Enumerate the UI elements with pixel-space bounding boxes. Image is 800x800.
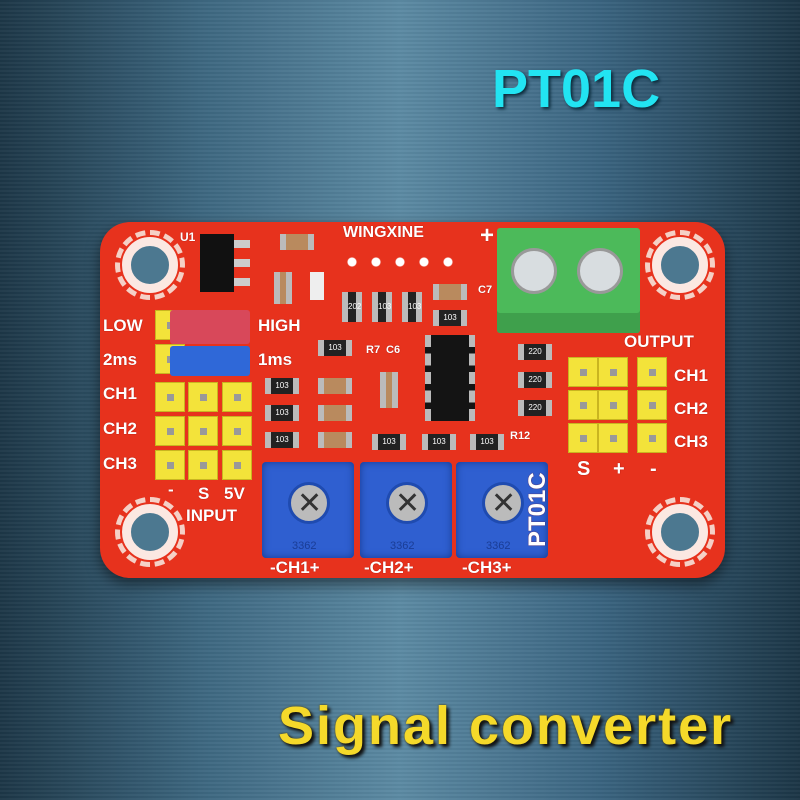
output-pin[interactable] <box>637 357 667 387</box>
label-2ms: 2ms <box>103 350 138 369</box>
adjust-screw-icon[interactable] <box>482 482 524 524</box>
pot-marking: 3362 <box>486 540 511 552</box>
resistor: 220 <box>518 400 552 416</box>
potentiometer-ch1[interactable]: 3362 <box>262 462 354 558</box>
header-pin[interactable] <box>222 416 252 446</box>
ic-chip <box>425 335 475 421</box>
r7-label: R7 <box>366 344 381 356</box>
capacitor-c7 <box>433 284 467 300</box>
programming-pads <box>340 254 460 270</box>
label-low: LOW <box>103 316 143 335</box>
label-ch1-out: CH1 <box>674 366 709 385</box>
adjust-screw-icon[interactable] <box>386 482 428 524</box>
product-caption: Signal converter <box>278 696 734 756</box>
header-pin[interactable] <box>155 450 185 480</box>
label-ch3-in: CH3 <box>103 454 138 473</box>
pcb-board: U1 WINGXINE + 202 103 103 C7 103 LOW 2ms… <box>100 222 725 578</box>
label-ch3-out: CH3 <box>674 432 709 451</box>
resistor: 103 <box>433 310 467 326</box>
plus-label: + <box>480 222 495 249</box>
output-pin[interactable] <box>568 357 598 387</box>
pot-label-ch1: -CH1+ <box>270 558 320 577</box>
capacitor-c3 <box>274 272 292 304</box>
capacitor <box>318 432 352 448</box>
output-pin[interactable] <box>637 390 667 420</box>
capacitor <box>380 372 398 408</box>
header-pin[interactable] <box>222 382 252 412</box>
input-pin-5v: 5V <box>224 484 245 503</box>
label-high: HIGH <box>258 316 301 335</box>
label-ch1-in: CH1 <box>103 384 138 403</box>
screw-icon <box>577 248 623 294</box>
c7-label: C7 <box>478 284 493 296</box>
adjust-screw-icon[interactable] <box>288 482 330 524</box>
pot-label-ch3: -CH3+ <box>462 558 512 577</box>
header-pin[interactable] <box>222 450 252 480</box>
pot-marking: 3362 <box>390 540 415 552</box>
output-pin-plus: + <box>613 458 625 480</box>
u1-label: U1 <box>180 230 196 244</box>
pot-label-ch2: -CH2+ <box>364 558 414 577</box>
pot-marking: 3362 <box>292 540 317 552</box>
screw-icon <box>511 248 557 294</box>
header-pin[interactable] <box>155 382 185 412</box>
output-pin[interactable] <box>598 357 628 387</box>
potentiometer-ch3[interactable]: 3362 <box>456 462 548 558</box>
resistor: 103 <box>265 405 299 421</box>
resistor: 220 <box>518 344 552 360</box>
header-pin[interactable] <box>155 416 185 446</box>
capacitor <box>318 378 352 394</box>
product-title: PT01C <box>492 59 661 119</box>
mount-hole-br <box>645 497 715 567</box>
output-pin[interactable] <box>637 423 667 453</box>
input-pin-gnd: - <box>168 480 174 499</box>
output-pin-s: S <box>577 458 591 480</box>
input-label: INPUT <box>186 506 237 525</box>
header-pin[interactable] <box>188 382 218 412</box>
resistor: 103 <box>265 378 299 394</box>
led <box>310 272 324 300</box>
r12-label: R12 <box>510 430 531 442</box>
mount-hole-bl <box>115 497 185 567</box>
header-pin[interactable] <box>188 450 218 480</box>
voltage-regulator <box>200 234 234 292</box>
input-pin-s: S <box>198 484 210 503</box>
output-pin-minus: - <box>650 458 657 480</box>
output-label: OUTPUT <box>624 332 694 351</box>
resistor: 103 <box>265 432 299 448</box>
potentiometer-ch2[interactable]: 3362 <box>360 462 452 558</box>
resistor: 220 <box>518 372 552 388</box>
c6-label: C6 <box>386 344 401 356</box>
jumper-red[interactable] <box>170 310 250 344</box>
resistor: 103 <box>372 434 406 450</box>
capacitor <box>318 405 352 421</box>
label-1ms: 1ms <box>258 350 293 369</box>
label-ch2-out: CH2 <box>674 399 709 418</box>
brand-label: WINGXINE <box>343 224 424 241</box>
header-pin[interactable] <box>188 416 218 446</box>
resistor: 103 <box>402 292 422 322</box>
resistor: 202 <box>342 292 362 322</box>
resistor: 103 <box>422 434 456 450</box>
mount-hole-tr <box>645 230 715 300</box>
label-ch2-in: CH2 <box>103 419 138 438</box>
output-pin[interactable] <box>568 423 598 453</box>
resistor: 103 <box>372 292 392 322</box>
output-pin[interactable] <box>598 390 628 420</box>
jumper-blue[interactable] <box>170 346 250 376</box>
mount-hole-tl <box>115 230 185 300</box>
output-pin[interactable] <box>598 423 628 453</box>
regulator-leads <box>234 240 250 286</box>
output-pin[interactable] <box>568 390 598 420</box>
resistor: 103 <box>318 340 352 356</box>
terminal-block <box>497 228 640 333</box>
resistor: 103 <box>470 434 504 450</box>
model-label-vertical: PT01C <box>524 472 551 547</box>
capacitor-c2 <box>280 234 314 250</box>
